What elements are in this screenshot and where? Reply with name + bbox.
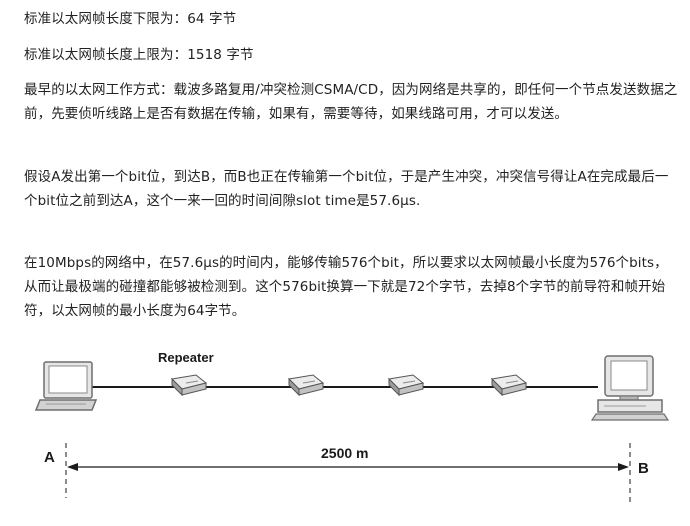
repeater-icon (287, 374, 325, 397)
node-b-label: B (638, 460, 649, 477)
distance-label: 2500 m (321, 445, 368, 461)
desktop-computer-icon (590, 355, 670, 421)
distance-arrow (67, 463, 629, 471)
ethernet-collision-diagram: Repeater 2500 m A B (34, 350, 670, 502)
repeater-icon (387, 374, 425, 397)
repeater-icon (490, 374, 528, 397)
paragraph-csma-cd: 最早的以太网工作方式：载波多路复用/冲突检测CSMA/CD，因为网络是共享的，即… (24, 82, 678, 122)
paragraph-max-frame-length: 标准以太网帧长度上限为：1518 字节 (24, 47, 254, 63)
repeater-label: Repeater (158, 350, 214, 365)
paragraph-min-frame-length: 标准以太网帧长度下限为：64 字节 (24, 11, 237, 27)
laptop-icon (34, 361, 98, 411)
repeater-icon (170, 374, 208, 397)
paragraph-min-frame-calc: 在10Mbps的网络中，在57.6μs的时间内，能够传输576个bit，所以要求… (24, 255, 668, 319)
node-a-label: A (44, 449, 55, 466)
paragraph-slot-time: 假设A发出第一个bit位，到达B，而B也正在传输第一个bit位，于是产生冲突，冲… (24, 169, 669, 209)
